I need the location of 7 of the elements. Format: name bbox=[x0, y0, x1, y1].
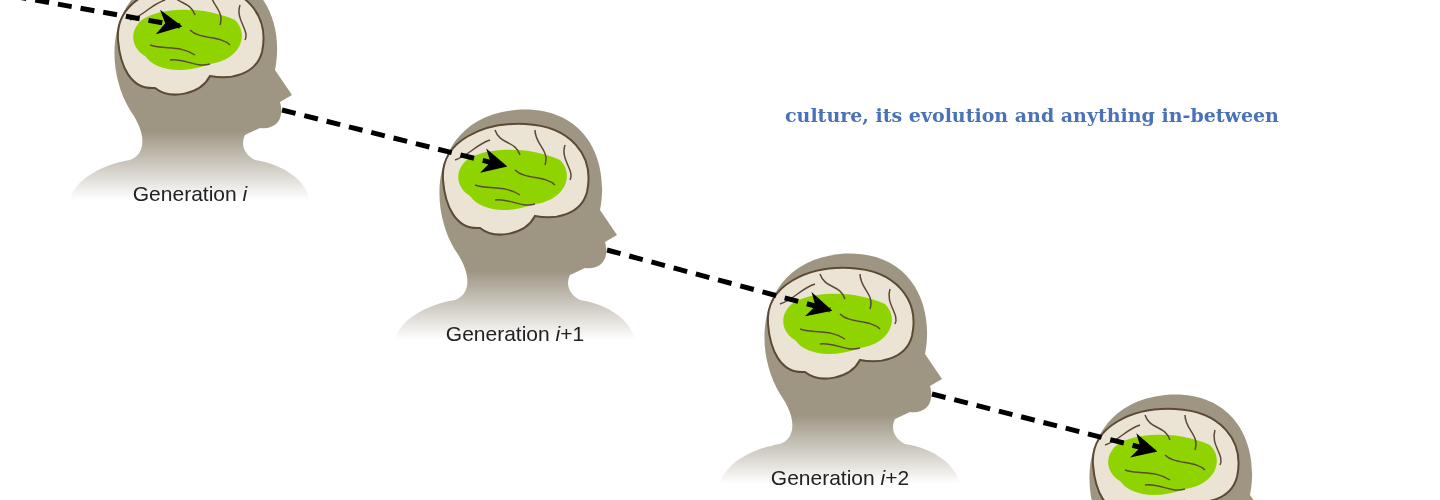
generation-caption: Generation i+1 bbox=[444, 322, 586, 346]
dashed-arrow bbox=[281, 107, 508, 173]
generation-caption: Generation i bbox=[131, 182, 249, 206]
tagline-text: culture, its evolution and anything in-between bbox=[785, 104, 1279, 126]
generation-caption: Generation i+2 bbox=[769, 466, 911, 490]
dashed-arrow bbox=[606, 247, 833, 317]
dashed-arrow bbox=[931, 391, 1158, 458]
